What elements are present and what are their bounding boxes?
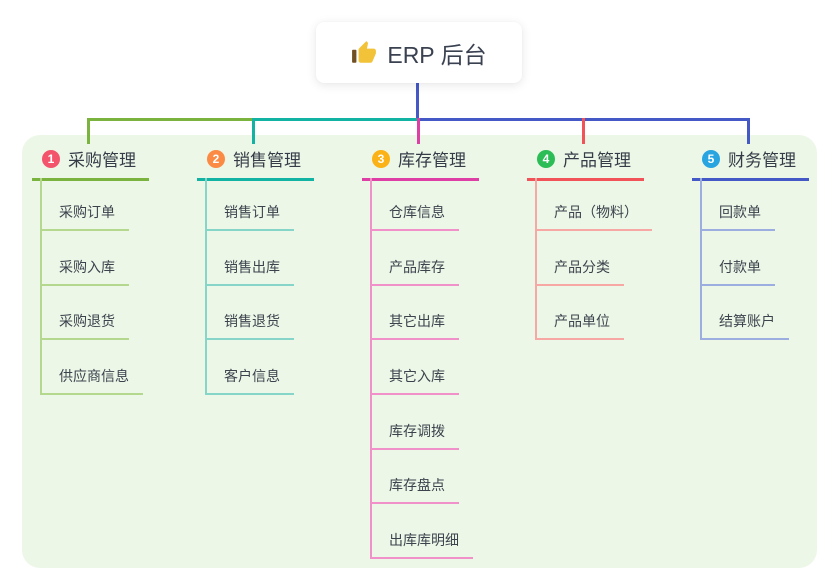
child-node-label: 其它入库 bbox=[389, 368, 445, 385]
connector-branch-drop bbox=[416, 118, 420, 144]
child-node[interactable]: 库存调拨 bbox=[372, 395, 459, 450]
connector-branch-drop bbox=[746, 118, 750, 144]
connector-branch-drop bbox=[251, 118, 255, 144]
child-node-label: 付款单 bbox=[719, 258, 761, 275]
root-node[interactable]: ERP 后台 bbox=[316, 22, 522, 83]
child-node[interactable]: 供应商信息 bbox=[42, 340, 143, 396]
connector-horizontal-left-teal bbox=[253, 118, 417, 121]
child-node[interactable]: 库存盘点 bbox=[372, 450, 459, 505]
child-node[interactable]: 产品（物料） bbox=[537, 178, 652, 231]
branch-header-2[interactable]: 2 销售管理 bbox=[197, 146, 314, 181]
child-node-label: 结算账户 bbox=[719, 313, 775, 330]
child-node[interactable]: 采购退货 bbox=[42, 286, 129, 341]
connector-root-stem bbox=[415, 83, 419, 121]
child-node-label: 销售退货 bbox=[224, 313, 280, 330]
branch-number-badge: 1 bbox=[42, 149, 60, 168]
branch-children: 采购订单采购入库采购退货供应商信息 bbox=[40, 178, 143, 396]
branch-number-badge: 2 bbox=[207, 149, 225, 168]
branch-header-3[interactable]: 3 库存管理 bbox=[362, 146, 479, 181]
child-node-label: 产品分类 bbox=[554, 258, 610, 275]
connector-branch-drop bbox=[581, 118, 585, 144]
child-node-label: 库存调拨 bbox=[389, 422, 445, 439]
child-node[interactable]: 产品分类 bbox=[537, 231, 624, 286]
child-node[interactable]: 出库库明细 bbox=[372, 504, 473, 560]
child-node-label: 采购退货 bbox=[59, 313, 115, 330]
branch-label: 采购管理 bbox=[68, 151, 136, 170]
child-node[interactable]: 仓库信息 bbox=[372, 178, 459, 231]
child-node[interactable]: 其它入库 bbox=[372, 340, 459, 396]
child-node-label: 其它出库 bbox=[389, 313, 445, 330]
branch-children: 回款单付款单结算账户 bbox=[700, 178, 789, 341]
branch-label: 财务管理 bbox=[728, 151, 796, 170]
branch-number-badge: 3 bbox=[372, 149, 390, 168]
child-node[interactable]: 采购入库 bbox=[42, 231, 129, 286]
branch-label: 产品管理 bbox=[563, 151, 631, 170]
child-node[interactable]: 销售退货 bbox=[207, 286, 294, 341]
child-node[interactable]: 销售订单 bbox=[207, 178, 294, 231]
child-node[interactable]: 结算账户 bbox=[702, 286, 789, 341]
child-node-label: 采购订单 bbox=[59, 204, 115, 220]
child-node[interactable]: 产品单位 bbox=[537, 286, 624, 341]
child-node[interactable]: 产品库存 bbox=[372, 231, 459, 286]
branch-label: 销售管理 bbox=[233, 151, 301, 170]
child-node-label: 采购入库 bbox=[59, 258, 115, 275]
child-node[interactable]: 采购订单 bbox=[42, 178, 129, 231]
child-node-label: 客户信息 bbox=[224, 368, 280, 385]
connector-branch-drop bbox=[86, 118, 90, 144]
branch-header-5[interactable]: 5 财务管理 bbox=[692, 146, 809, 181]
child-node-label: 销售订单 bbox=[224, 204, 280, 220]
branch-number-badge: 4 bbox=[537, 149, 555, 168]
branch-label: 库存管理 bbox=[398, 151, 466, 170]
child-node[interactable]: 客户信息 bbox=[207, 340, 294, 396]
thumbs-up-icon bbox=[352, 40, 377, 63]
child-node[interactable]: 回款单 bbox=[702, 178, 775, 231]
child-node-label: 仓库信息 bbox=[389, 204, 445, 220]
child-node-label: 出库库明细 bbox=[389, 532, 459, 549]
child-node[interactable]: 其它出库 bbox=[372, 286, 459, 341]
child-node-label: 供应商信息 bbox=[59, 368, 129, 385]
child-node-label: 产品（物料） bbox=[554, 204, 638, 220]
branch-children: 产品（物料） 产品分类产品单位 bbox=[535, 178, 652, 341]
branch-children: 销售订单销售出库销售退货客户信息 bbox=[205, 178, 294, 396]
child-node[interactable]: 销售出库 bbox=[207, 231, 294, 286]
child-node[interactable]: 付款单 bbox=[702, 231, 775, 286]
child-node-label: 库存盘点 bbox=[389, 477, 445, 494]
branches-panel bbox=[22, 135, 817, 568]
branch-children: 仓库信息产品库存其它出库其它入库库存调拨库存盘点出库库明细 bbox=[370, 178, 473, 560]
branch-number-badge: 5 bbox=[702, 149, 720, 168]
connector-horizontal-left-green bbox=[86, 118, 253, 121]
child-node-label: 产品单位 bbox=[554, 313, 610, 330]
root-label: ERP 后台 bbox=[387, 41, 487, 68]
child-node-label: 产品库存 bbox=[389, 258, 445, 275]
child-node-label: 回款单 bbox=[719, 204, 761, 220]
branch-header-4[interactable]: 4 产品管理 bbox=[527, 146, 644, 181]
child-node-label: 销售出库 bbox=[224, 258, 280, 275]
branch-header-1[interactable]: 1 采购管理 bbox=[32, 146, 149, 181]
